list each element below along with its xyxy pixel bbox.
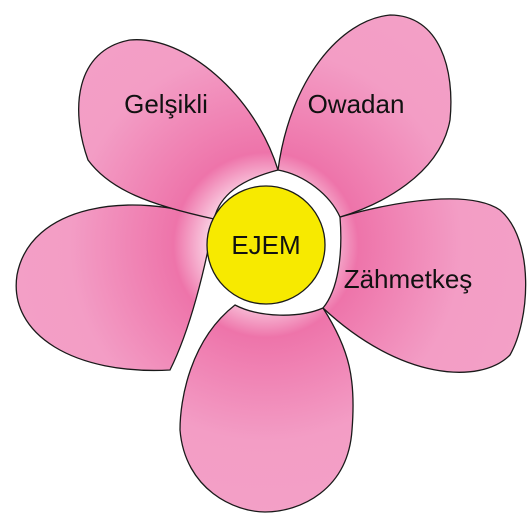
center-label: EJEM xyxy=(231,230,300,260)
petal-label-top-right: Owadan xyxy=(308,89,405,119)
petal-label-right: Zähmetkeş xyxy=(344,264,473,294)
petal-left xyxy=(16,205,214,370)
petal-bottom xyxy=(180,305,353,512)
petal-label-top-left: Gelşikli xyxy=(124,89,208,119)
